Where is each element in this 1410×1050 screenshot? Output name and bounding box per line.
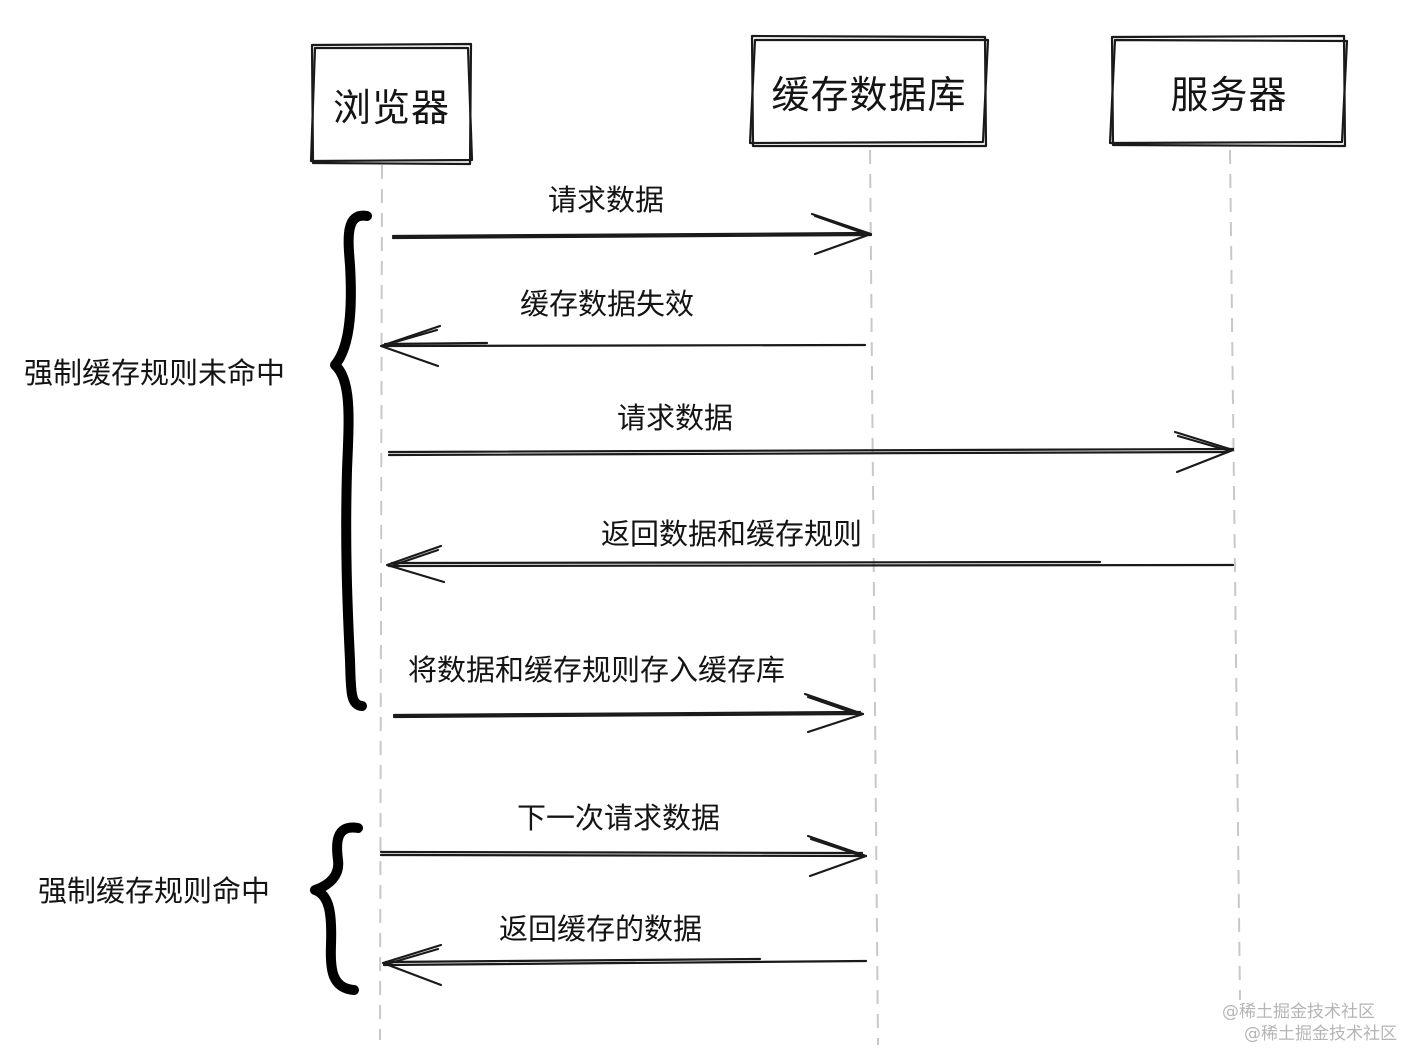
arrow-browser-to-cache-next-request xyxy=(379,834,868,878)
actor-server-label: 服务器 xyxy=(1170,72,1288,117)
group-label-cache-hit: 强制缓存规则命中 xyxy=(38,874,271,908)
message-label-next-request: 下一次请求数据 xyxy=(517,801,721,835)
lifeline-browser xyxy=(379,164,383,1041)
message-label-server-response: 返回数据和缓存规则 xyxy=(601,517,863,551)
message-label-return-cached: 返回缓存的数据 xyxy=(499,912,703,946)
message-label-cache-expired: 缓存数据失效 xyxy=(520,287,695,321)
actor-cache-database: 缓存数据库 xyxy=(753,38,985,144)
watermark: @稀土掘金技术社区 xyxy=(1222,1002,1375,1022)
message-label-store-cache: 将数据和缓存规则存入缓存库 xyxy=(408,653,786,687)
actor-box-cache-outline xyxy=(748,34,990,148)
actor-server: 服务器 xyxy=(1113,38,1345,144)
brace-cache-miss xyxy=(330,210,372,711)
arrow-browser-to-cache-store xyxy=(392,692,865,734)
group-label-cache-miss: 强制缓存规则未命中 xyxy=(24,356,286,390)
arrow-browser-to-cache-request xyxy=(391,212,873,256)
brace-cache-hit xyxy=(310,822,363,995)
actor-cache-label: 缓存数据库 xyxy=(771,72,967,117)
actor-browser: 浏览器 xyxy=(313,46,470,162)
watermark-secondary: @稀土掘金技术社区 xyxy=(1244,1024,1397,1044)
arrow-cache-to-browser-cached-data xyxy=(381,943,868,987)
actor-box-server-outline xyxy=(1108,34,1349,148)
arrow-server-to-browser-response xyxy=(385,544,1235,584)
arrow-browser-to-server-request xyxy=(387,430,1235,474)
message-label-request-server: 请求数据 xyxy=(617,401,734,435)
actor-box-browser-outline xyxy=(309,42,474,166)
actor-browser-label: 浏览器 xyxy=(332,85,450,130)
message-label-request-cache: 请求数据 xyxy=(548,183,665,217)
lifeline-cache xyxy=(869,149,879,1046)
arrow-cache-to-browser-expired xyxy=(379,324,867,368)
lifeline-server xyxy=(1229,149,1241,1001)
